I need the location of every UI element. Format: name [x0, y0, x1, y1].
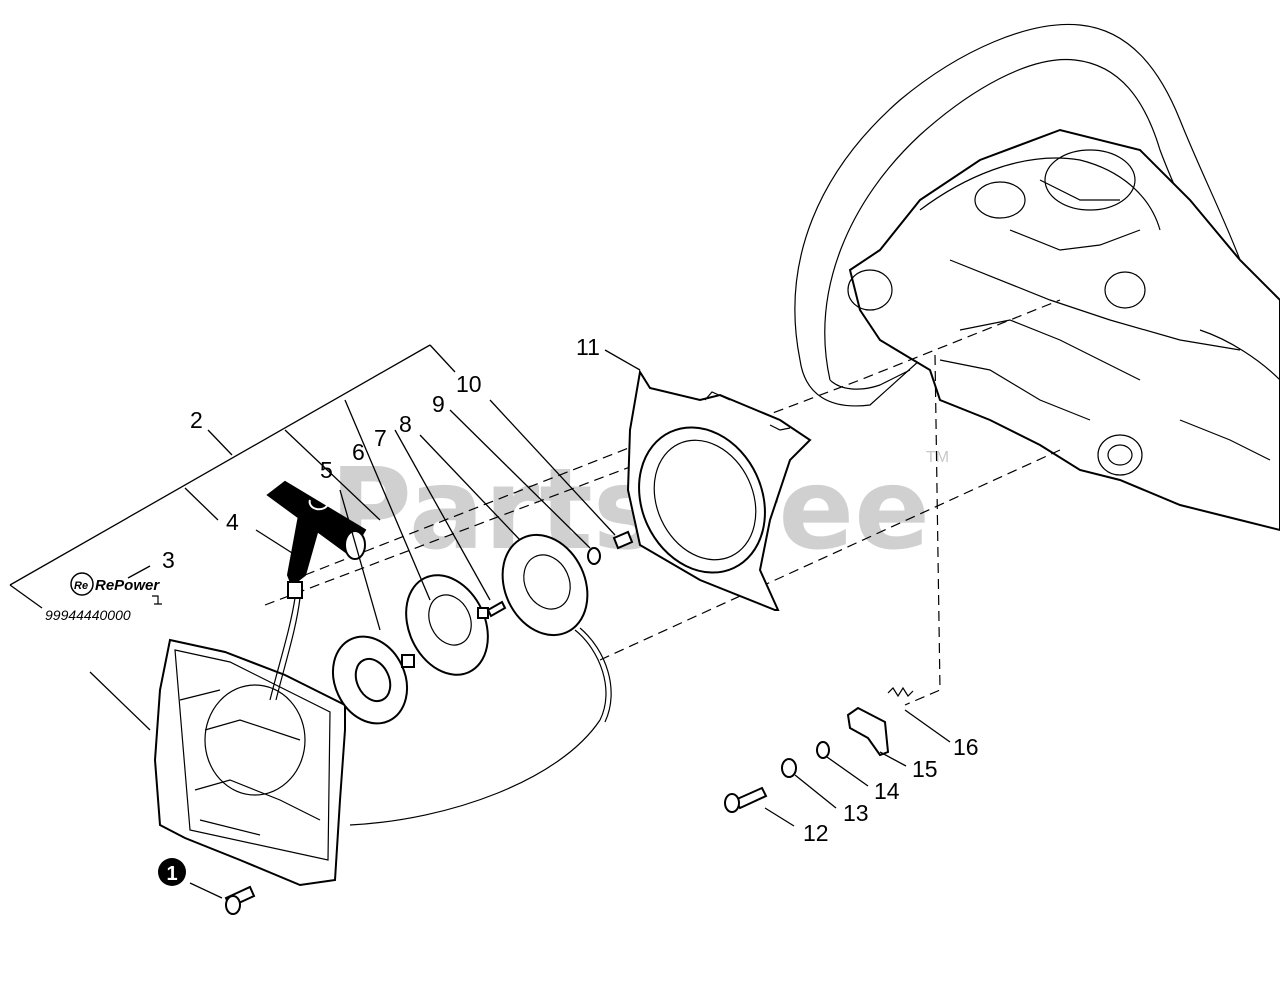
spacer-part-14	[816, 741, 830, 759]
screw-part-12	[724, 786, 768, 813]
engine-assembly	[794, 23, 1280, 532]
callout-14: 14	[874, 778, 900, 804]
repower-logo: Re RePower	[70, 572, 160, 596]
svg-text:1: 1	[166, 863, 177, 885]
rope-pulley-part-8	[349, 533, 612, 826]
callout-3: 3	[162, 547, 175, 573]
kit-part-number: 99944440000	[45, 607, 131, 623]
washer-part-5	[332, 635, 408, 725]
callout-5: 5	[320, 457, 333, 483]
pin-part-10	[612, 530, 634, 550]
svg-text:Re: Re	[74, 580, 88, 592]
spring-part-16	[887, 686, 914, 698]
svg-text:RePower: RePower	[95, 577, 160, 594]
leader-lines	[89, 349, 951, 899]
pulley-part-6	[401, 574, 489, 676]
callout-16: 16	[953, 734, 979, 760]
callout-1: 1	[158, 858, 186, 886]
callout-13: 13	[843, 800, 869, 826]
callout-9: 9	[432, 391, 445, 417]
bracket-part-15	[846, 706, 890, 757]
group-bracket	[9, 344, 456, 609]
spacer-part-9	[587, 547, 601, 565]
callout-4: 4	[226, 509, 239, 535]
callout-10: 10	[456, 371, 482, 397]
callout-8: 8	[399, 411, 412, 437]
starter-housing	[153, 638, 346, 887]
starter-handle-part-4	[266, 480, 367, 701]
callout-7: 7	[374, 425, 387, 451]
callout-11: 11	[576, 334, 600, 360]
callout-12: 12	[803, 820, 829, 846]
callout-15: 15	[912, 756, 938, 782]
watermark-trademark: TM	[926, 449, 949, 466]
fan-housing-part-11	[626, 369, 812, 611]
screw-part-1	[224, 885, 256, 915]
callout-6: 6	[352, 439, 365, 465]
callout-2: 2	[190, 407, 203, 433]
screw-part-7	[486, 600, 507, 618]
washer-part-13	[781, 758, 797, 778]
